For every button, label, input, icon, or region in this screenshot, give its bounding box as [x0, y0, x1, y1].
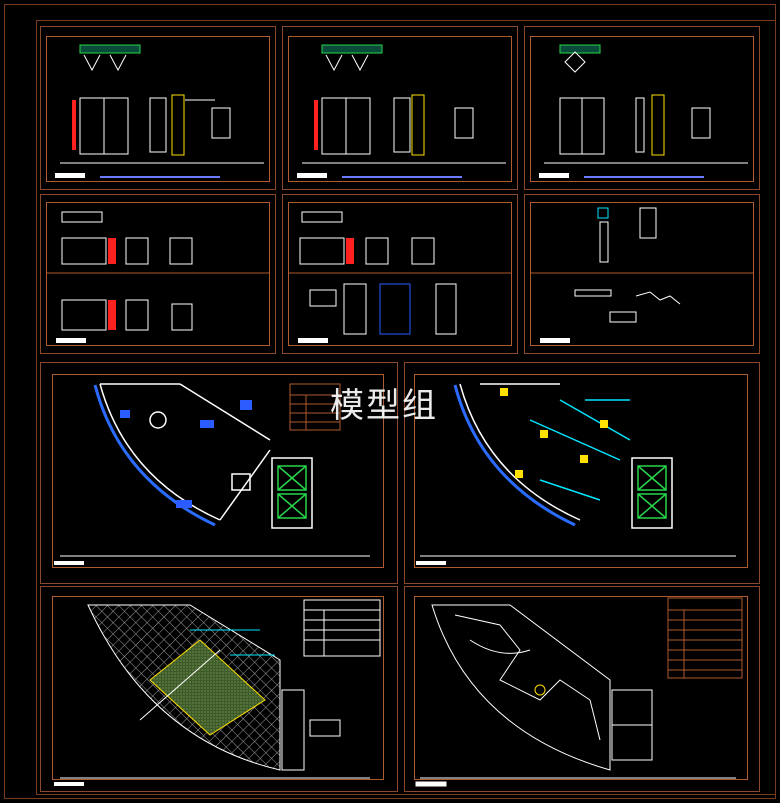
detail-group-3	[539, 44, 748, 178]
sheet-section-3	[524, 194, 760, 354]
sheet-floor-plan-furniture-border	[52, 374, 384, 568]
sheet-ceiling-plan-border	[414, 596, 748, 780]
detail-group-2	[297, 44, 506, 178]
legend-table	[289, 383, 341, 431]
sheet-detail-1-border	[46, 36, 270, 182]
sheet-ceiling-plan	[404, 586, 760, 792]
sheet-section-2	[282, 194, 518, 354]
sheet-section-1-border	[46, 202, 270, 346]
sheet-section-2-border	[288, 202, 512, 346]
sheet-detail-1	[40, 26, 276, 190]
section-group-3	[530, 207, 754, 343]
sheet-floor-finish-plan	[40, 586, 398, 792]
sheet-floor-plan-furniture	[40, 362, 398, 584]
floor-plan-furniture	[54, 383, 370, 565]
sheet-detail-3-border	[530, 36, 754, 182]
sheet-detail-3	[524, 26, 760, 190]
sheet-floor-plan-dimension	[404, 362, 760, 584]
section-group-1	[46, 211, 270, 343]
sheet-section-3-border	[530, 202, 754, 346]
ceiling-plan	[415, 597, 743, 787]
sheet-floor-plan-dimension-border	[414, 374, 748, 568]
section-group-2	[288, 211, 512, 343]
floor-finish-plan	[54, 599, 381, 786]
watermark-text: 模型组	[330, 386, 438, 426]
floor-plan-dimension	[416, 383, 736, 565]
sheet-section-1	[40, 194, 276, 354]
sheet-floor-finish-plan-border	[52, 596, 384, 780]
sheet-detail-2-border	[288, 36, 512, 182]
detail-group-1	[55, 44, 264, 178]
drawing-border-inner	[36, 20, 776, 795]
sheet-detail-2	[282, 26, 518, 190]
